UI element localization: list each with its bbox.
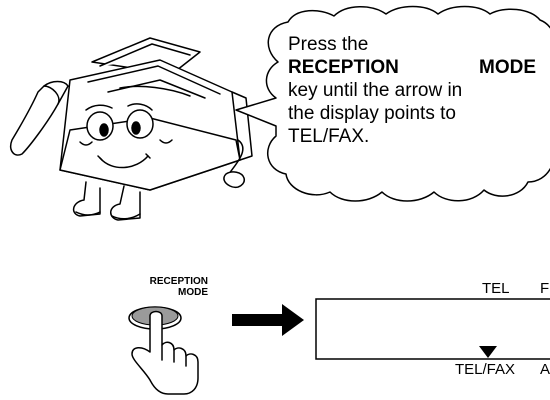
instruction-line-1: Press the bbox=[288, 34, 369, 55]
display-pointer-icon bbox=[479, 346, 497, 358]
instruction-key-word-2: MODE bbox=[479, 57, 536, 78]
instruction-key-word-1: RECEPTION bbox=[288, 57, 399, 78]
display-top-label-partial: F bbox=[540, 280, 550, 297]
reception-mode-label-line-2: MODE bbox=[178, 287, 208, 298]
instruction-text: Press the RECEPTION MODE key until the a… bbox=[288, 33, 550, 148]
instruction-line-3: key until the arrow in bbox=[288, 80, 463, 101]
display-top-label-tel: TEL bbox=[482, 280, 510, 297]
display-panel bbox=[315, 298, 550, 360]
instruction-key-name: RECEPTION MODE bbox=[288, 56, 536, 79]
instruction-line-4: the display points to bbox=[288, 103, 456, 124]
right-arrow-icon bbox=[232, 304, 304, 336]
speech-bubble-outline bbox=[235, 5, 550, 202]
pointing-hand-icon bbox=[131, 310, 199, 395]
instruction-line-5: TEL/FAX. bbox=[288, 126, 370, 147]
reception-mode-button-label: RECEPTION MODE bbox=[108, 276, 208, 298]
display-bottom-label-telfax: TEL/FAX bbox=[455, 361, 516, 378]
reception-mode-label-line-1: RECEPTION bbox=[149, 276, 208, 287]
display-bottom-label-partial: A bbox=[540, 361, 550, 378]
